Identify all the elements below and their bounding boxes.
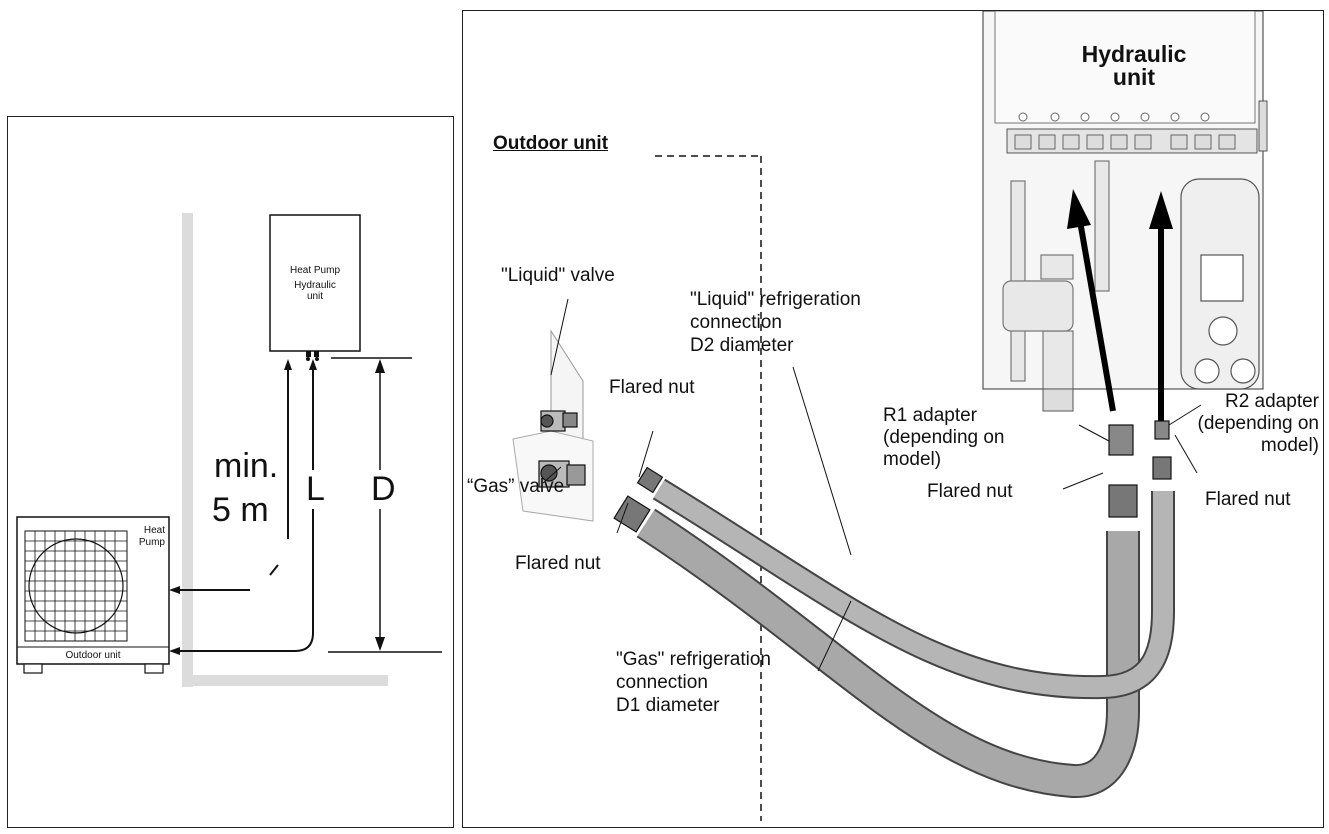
min-label: min. [214,447,279,485]
connection-arrows [1067,189,1173,421]
liquid-valve-label: "Liquid" valve [501,265,615,286]
outdoor-brand-line2: Pump [138,536,165,548]
gas-connection-line2: connection [616,671,708,693]
dimension-arrowheads [375,359,385,651]
indoor-unit-line3: unit [306,291,324,302]
flared-nut-r2-label: Flared nut [1205,489,1291,510]
r1-adapter-line2: (depending on [883,427,1005,449]
indoor-unit-line2: Hydraulic [294,279,336,291]
indoor-unit-line1: Heat Pump [289,265,341,276]
min-distance-label: 5 m [212,491,269,529]
hydraulic-unit-line1: Hydraulic [1081,41,1187,67]
indoor-unit-box [269,214,361,352]
r1-adapter-line1: R1 adapter [883,405,978,426]
outdoor-unit-label: Outdoor unit [65,650,121,661]
gas-connection-line1: "Gas" refrigeration [616,649,771,670]
r1-adapter-label: R1 adapter (depending on model) [883,405,1005,472]
pipe-length-L-label: L [304,470,327,510]
leader-lines [542,298,1202,672]
adapter-icon [1108,420,1170,456]
outdoor-unit-boundary [655,155,762,821]
flared-nut-icon [613,466,664,533]
hydraulic-unit-title: Hydraulic unit [1059,43,1209,89]
r1-adapter-line3: model) [883,449,942,471]
r2-adapter-line2: (depending on [1197,413,1320,435]
gas-connection-line3: D1 diameter [616,694,720,716]
indoor-unit-connectors-icon [306,351,319,361]
refrigerant-pipes [636,478,1175,798]
flared-nut-lower-label: Flared nut [515,553,601,574]
flared-nut-icon [1108,456,1172,518]
r2-adapter-label: R2 adapter (depending on model) [1169,391,1320,458]
indoor-unit-label: Heat Pump Hydraulic unit [270,265,360,303]
flared-nut-upper-label: Flared nut [609,377,695,398]
r2-adapter-line1: R2 adapter [1224,391,1319,412]
outdoor-unit-brand: Heat Pump [120,525,165,548]
gas-connection-label: "Gas" refrigeration connection D1 diamet… [616,649,771,717]
hydraulic-unit-cabinet [982,11,1268,412]
arrowheads [169,359,317,655]
hydraulic-unit-line2: unit [1112,64,1156,90]
liquid-connection-line3: D2 diameter [690,334,794,356]
pipe-routing [173,369,314,652]
gas-valve-label: “Gas” valve [467,476,565,497]
installation-layout-drawing [16,213,442,687]
refrigerant-connection-panel: Outdoor unit Hydraulic unit "Liquid" val… [462,10,1324,828]
liquid-connection-line2: connection [690,311,782,333]
floor [182,675,388,686]
height-D-label: D [369,470,398,510]
liquid-connection-line1: "Liquid" refrigeration [690,289,861,310]
wall [182,213,193,687]
outdoor-unit-drawing [16,516,170,674]
r2-adapter-line3: model) [1260,435,1319,457]
installation-layout-panel: Heat Pump Hydraulic unit Heat Pump Outdo… [7,116,454,828]
outdoor-unit-title: Outdoor unit [493,133,609,154]
refrigerant-connection-drawing [512,11,1268,821]
liquid-valve-icon [540,410,578,432]
liquid-connection-label: "Liquid" refrigeration connection D2 dia… [690,289,861,357]
outdoor-brand-line1: Heat [143,525,165,536]
flared-nut-r1-label: Flared nut [927,481,1013,502]
gas-valve-icon [538,460,586,488]
